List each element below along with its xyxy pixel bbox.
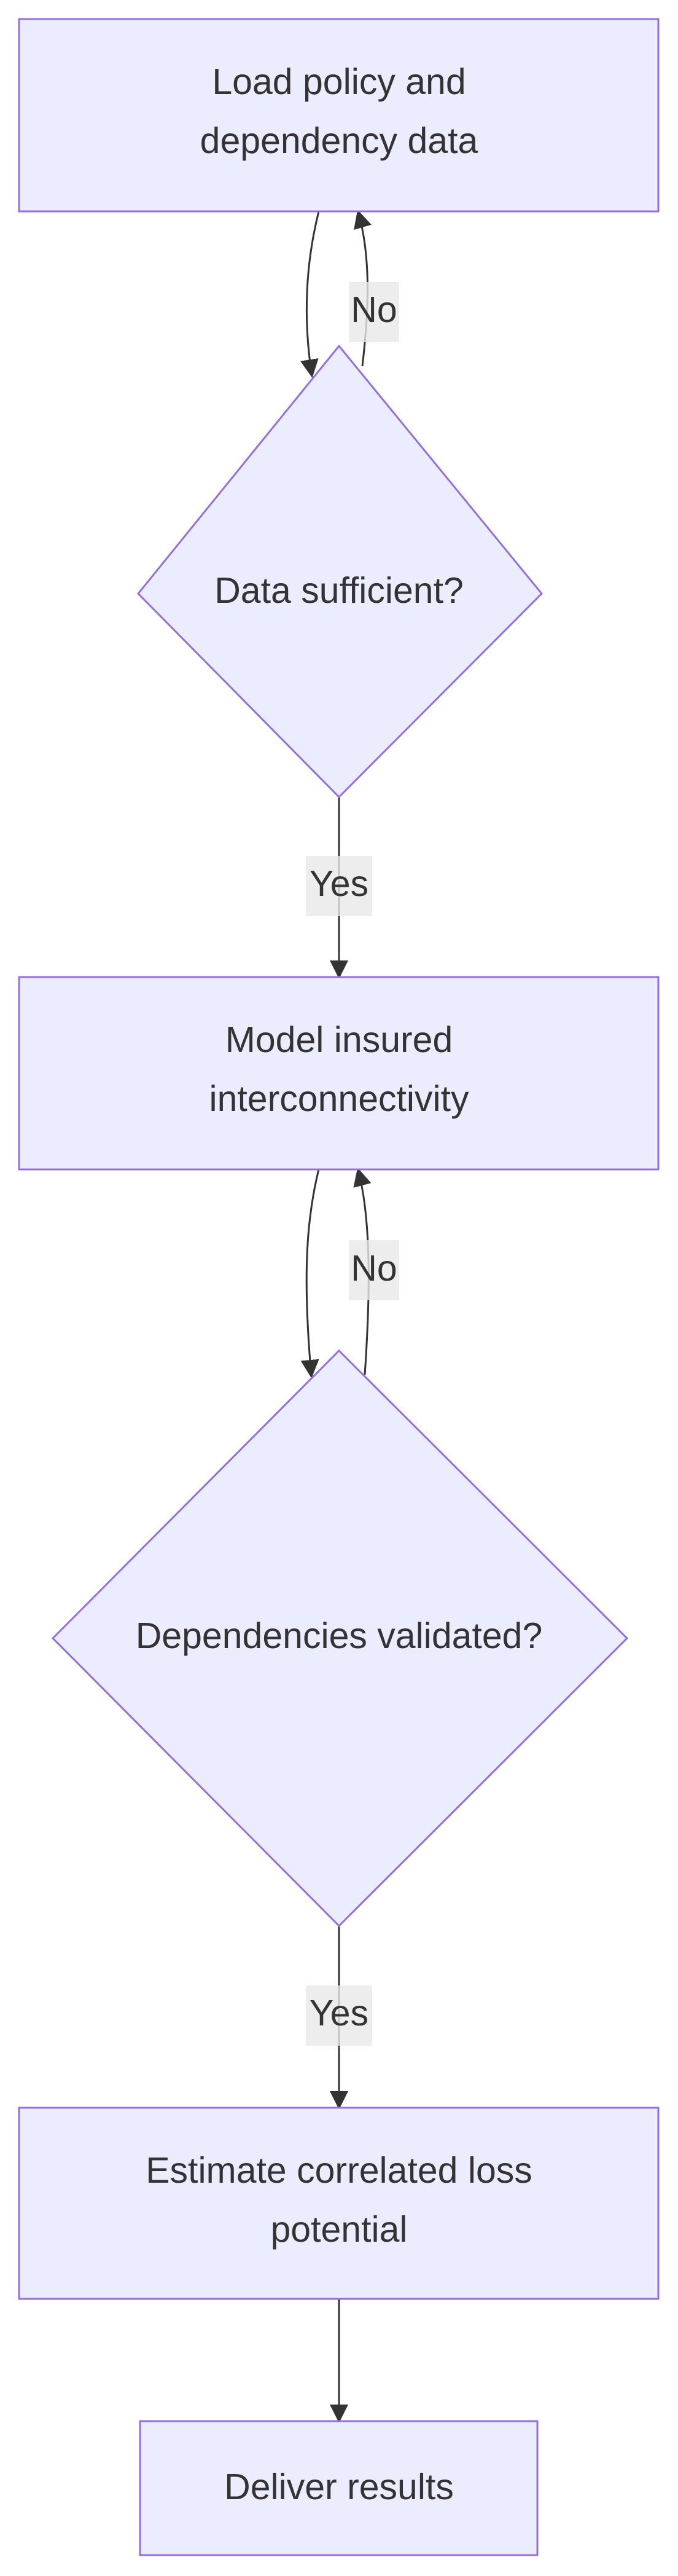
node-dependencies-validated: Dependencies validated? (51, 1349, 629, 1928)
node-load-data: Load policy and dependency data (18, 18, 660, 213)
svg-text:interconnectivity: interconnectivity (209, 1078, 469, 1119)
edge-load-to-data-sufficient (300, 211, 320, 378)
svg-text:Model insured: Model insured (225, 1019, 453, 1060)
svg-text:Dependencies validated?: Dependencies validated? (136, 1616, 543, 1656)
svg-text:dependency data: dependency data (200, 120, 478, 161)
svg-text:No: No (351, 289, 397, 330)
svg-text:Estimate correlated loss: Estimate correlated loss (146, 2150, 532, 2191)
node-data-sufficient: Data sufficient? (136, 344, 544, 799)
svg-text:Yes: Yes (310, 1993, 368, 2033)
svg-text:Data sufficient?: Data sufficient? (214, 570, 464, 611)
node-model-interconnectivity: Model insured interconnectivity (18, 976, 660, 1171)
edge-label-dependencies-no: No (349, 1240, 399, 1300)
svg-text:Load policy and: Load policy and (212, 61, 466, 102)
svg-text:No: No (351, 1248, 397, 1289)
edge-label-dependencies-yes: Yes (306, 1985, 372, 2046)
edge-label-data-sufficient-yes: Yes (306, 856, 372, 916)
edge-label-data-sufficient-no: No (349, 282, 399, 342)
node-deliver-results: Deliver results (139, 2420, 539, 2556)
edge-model-to-dependencies (300, 1169, 320, 1378)
svg-text:Deliver results: Deliver results (224, 2467, 454, 2507)
svg-text:Yes: Yes (310, 863, 368, 904)
svg-text:potential: potential (270, 2209, 407, 2250)
node-estimate-loss: Estimate correlated loss potential (18, 2107, 660, 2300)
